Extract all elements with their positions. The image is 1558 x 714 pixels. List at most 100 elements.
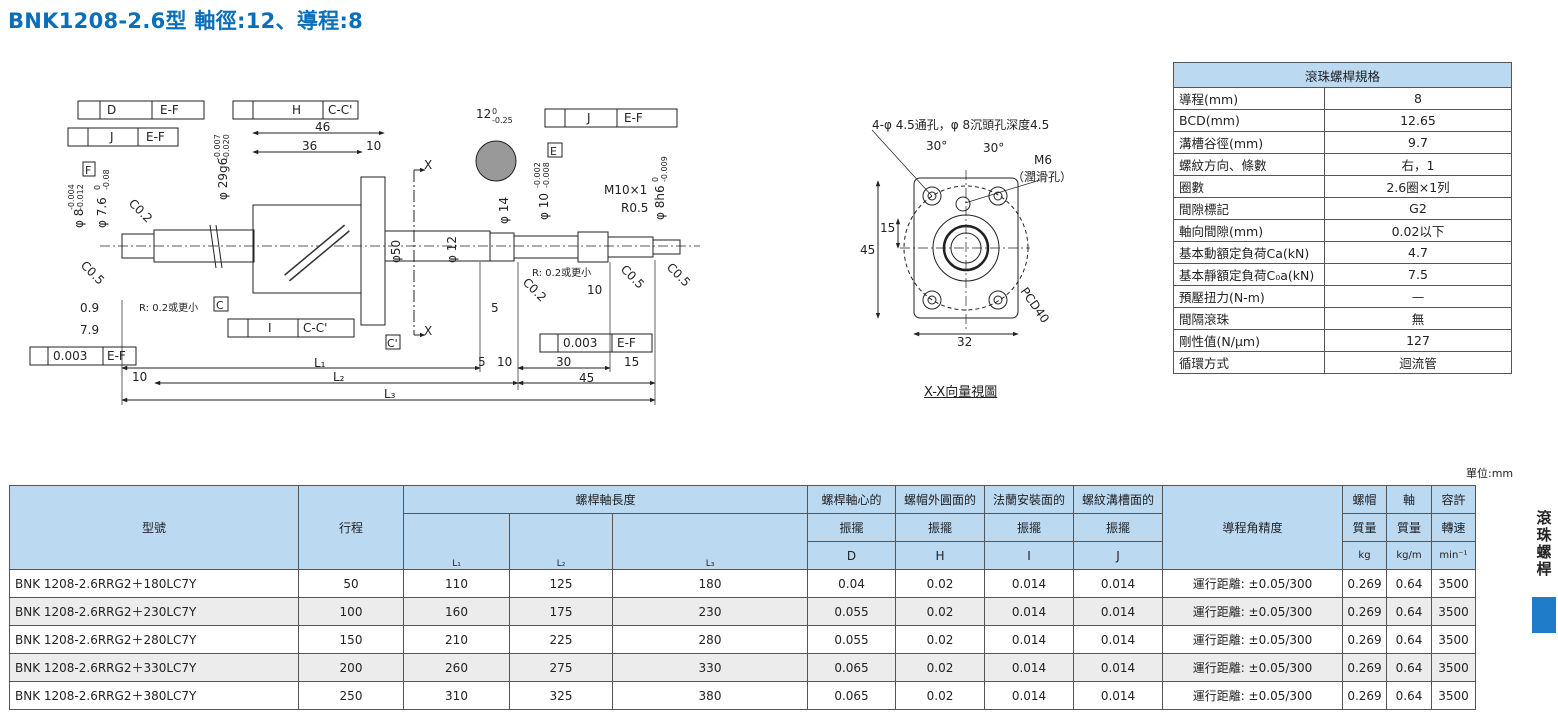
table-cell: 0.02 xyxy=(895,597,985,626)
col-d-2: 振擺 xyxy=(807,513,896,542)
dim-phi14: φ 14 xyxy=(497,197,511,224)
table-cell: 280 xyxy=(612,625,808,654)
gdt-d-datum: E-F xyxy=(160,103,179,117)
col-i-1: 法蘭安裝面的 xyxy=(984,485,1074,514)
table-cell: 運行距離: ±0.05/300 xyxy=(1162,625,1343,654)
spec-key: 螺紋方向、條數 xyxy=(1173,153,1325,176)
spec-key: 間隙標記 xyxy=(1173,197,1325,220)
spec-key: 導程(mm) xyxy=(1173,87,1325,110)
col-h-1: 螺帽外圓面的 xyxy=(895,485,985,514)
spec-value: 迴流管 xyxy=(1324,351,1512,374)
table-cell: 0.014 xyxy=(1073,597,1163,626)
dim-c05-mid: C0.5 xyxy=(618,262,647,291)
col-speed-2: 轉速 xyxy=(1431,513,1476,542)
spec-key: 預壓扭力(N-m) xyxy=(1173,285,1325,308)
flange-m6: M6 xyxy=(1034,153,1052,167)
col-shaft-mass-1: 軸 xyxy=(1386,485,1432,514)
table-cell: 運行距離: ±0.05/300 xyxy=(1162,597,1343,626)
dim-phi7.6-tol: 0-0.08 xyxy=(93,169,111,190)
table-cell: 310 xyxy=(403,681,510,710)
dim-0.9: 0.9 xyxy=(80,301,99,315)
page-title: BNK1208-2.6型 軸徑:12、導程:8 xyxy=(8,9,364,33)
spec-value: 127 xyxy=(1324,329,1512,352)
spec-value: 4.7 xyxy=(1324,241,1512,264)
col-j-2: 振擺 xyxy=(1073,513,1163,542)
datum-e: E xyxy=(550,145,557,158)
table-cell: 125 xyxy=(509,569,613,598)
table-cell: 0.269 xyxy=(1342,681,1387,710)
dim-30: 30 xyxy=(556,355,571,369)
spec-value: — xyxy=(1324,285,1512,308)
table-cell: 0.02 xyxy=(895,681,985,710)
col-h-3: H xyxy=(895,541,985,570)
col-l3: L₃ xyxy=(612,513,808,570)
col-nut-mass-unit: kg xyxy=(1342,541,1387,570)
spec-key: 溝槽谷徑(mm) xyxy=(1173,131,1325,154)
spec-key: 圈數 xyxy=(1173,175,1325,198)
table-cell: 0.014 xyxy=(984,625,1074,654)
table-cell: 0.269 xyxy=(1342,625,1387,654)
table-cell: 380 xyxy=(612,681,808,710)
model-cell: BNK 1208-2.6RRG2＋380LC7Y xyxy=(9,681,299,710)
model-cell: BNK 1208-2.6RRG2＋280LC7Y xyxy=(9,625,299,654)
dim-l1: L₁ xyxy=(314,356,326,370)
table-cell: 運行距離: ±0.05/300 xyxy=(1162,569,1343,598)
flange-angle-2: 30° xyxy=(983,141,1004,155)
col-shaft-mass-unit: kg/m xyxy=(1386,541,1432,570)
spec-value: 無 xyxy=(1324,307,1512,330)
col-nut-mass-1: 螺帽 xyxy=(1342,485,1387,514)
spec-key: 間隔滾珠 xyxy=(1173,307,1325,330)
side-tab-marker xyxy=(1532,597,1556,633)
table-cell: 160 xyxy=(403,597,510,626)
table-cell: 0.014 xyxy=(984,681,1074,710)
dim-phi10: φ 10 xyxy=(537,193,551,220)
spec-key: 軸向間隙(mm) xyxy=(1173,219,1325,242)
col-j-1: 螺紋溝槽面的 xyxy=(1073,485,1163,514)
spec-value: G2 xyxy=(1324,197,1512,220)
model-cell: BNK 1208-2.6RRG2＋180LC7Y xyxy=(9,569,299,598)
table-cell: 3500 xyxy=(1431,653,1476,682)
col-model: 型號 xyxy=(9,485,299,570)
dim-r02-left: R: 0.2或更小 xyxy=(139,302,198,314)
flange-dim-15: 15 xyxy=(880,221,895,235)
flange-dim-45: 45 xyxy=(860,243,875,257)
dim-10b: 10 xyxy=(587,283,602,297)
table-cell: 0.014 xyxy=(1073,681,1163,710)
dim-45: 45 xyxy=(579,371,594,385)
dim-10a: 10 xyxy=(366,139,381,153)
table-cell: 0.014 xyxy=(984,597,1074,626)
spec-header: 滾珠螺桿規格 xyxy=(1173,62,1512,88)
table-cell: 0.269 xyxy=(1342,597,1387,626)
col-l2: L₂ xyxy=(509,513,613,570)
model-cell: BNK 1208-2.6RRG2＋230LC7Y xyxy=(9,597,299,626)
dim-phi8-tol: -0.004-0.012 xyxy=(67,184,85,210)
col-i-3: I xyxy=(984,541,1074,570)
gdt-flat-right-datum: E-F xyxy=(617,336,636,350)
col-d-1: 螺桿軸心的 xyxy=(807,485,896,514)
spec-value: 2.6圈×1列 xyxy=(1324,175,1512,198)
table-cell: 0.02 xyxy=(895,653,985,682)
model-cell: BNK 1208-2.6RRG2＋330LC7Y xyxy=(9,653,299,682)
dim-phi7.6: φ 7.6 xyxy=(95,197,109,228)
dim-10d: 10 xyxy=(497,355,512,369)
table-cell: 0.055 xyxy=(807,625,896,654)
section-x-bottom: X xyxy=(424,324,432,338)
col-j-3: J xyxy=(1073,541,1163,570)
gdt-d-label: D xyxy=(107,103,116,117)
col-i-2: 振擺 xyxy=(984,513,1074,542)
flange-pcd: PCD40 xyxy=(1018,285,1052,326)
table-cell: 225 xyxy=(509,625,613,654)
col-d-3: D xyxy=(807,541,896,570)
unit-label: 單位:mm xyxy=(1466,467,1514,480)
table-cell: 0.64 xyxy=(1386,569,1432,598)
dim-phi10-tol: -0.002-0.008 xyxy=(533,162,551,188)
col-l1: L₁ xyxy=(403,513,510,570)
spec-key: 基本動額定負荷Ca(kN) xyxy=(1173,241,1325,264)
shaft-drawing: D E-F J E-F H C-C' I C-C' J E-F 0.003 E-… xyxy=(29,100,1072,405)
col-speed-unit: min⁻¹ xyxy=(1431,541,1476,570)
dim-46: 46 xyxy=(315,120,330,134)
dim-l2: L₂ xyxy=(333,370,345,384)
dim-phi29: φ 29g6 xyxy=(216,158,230,200)
